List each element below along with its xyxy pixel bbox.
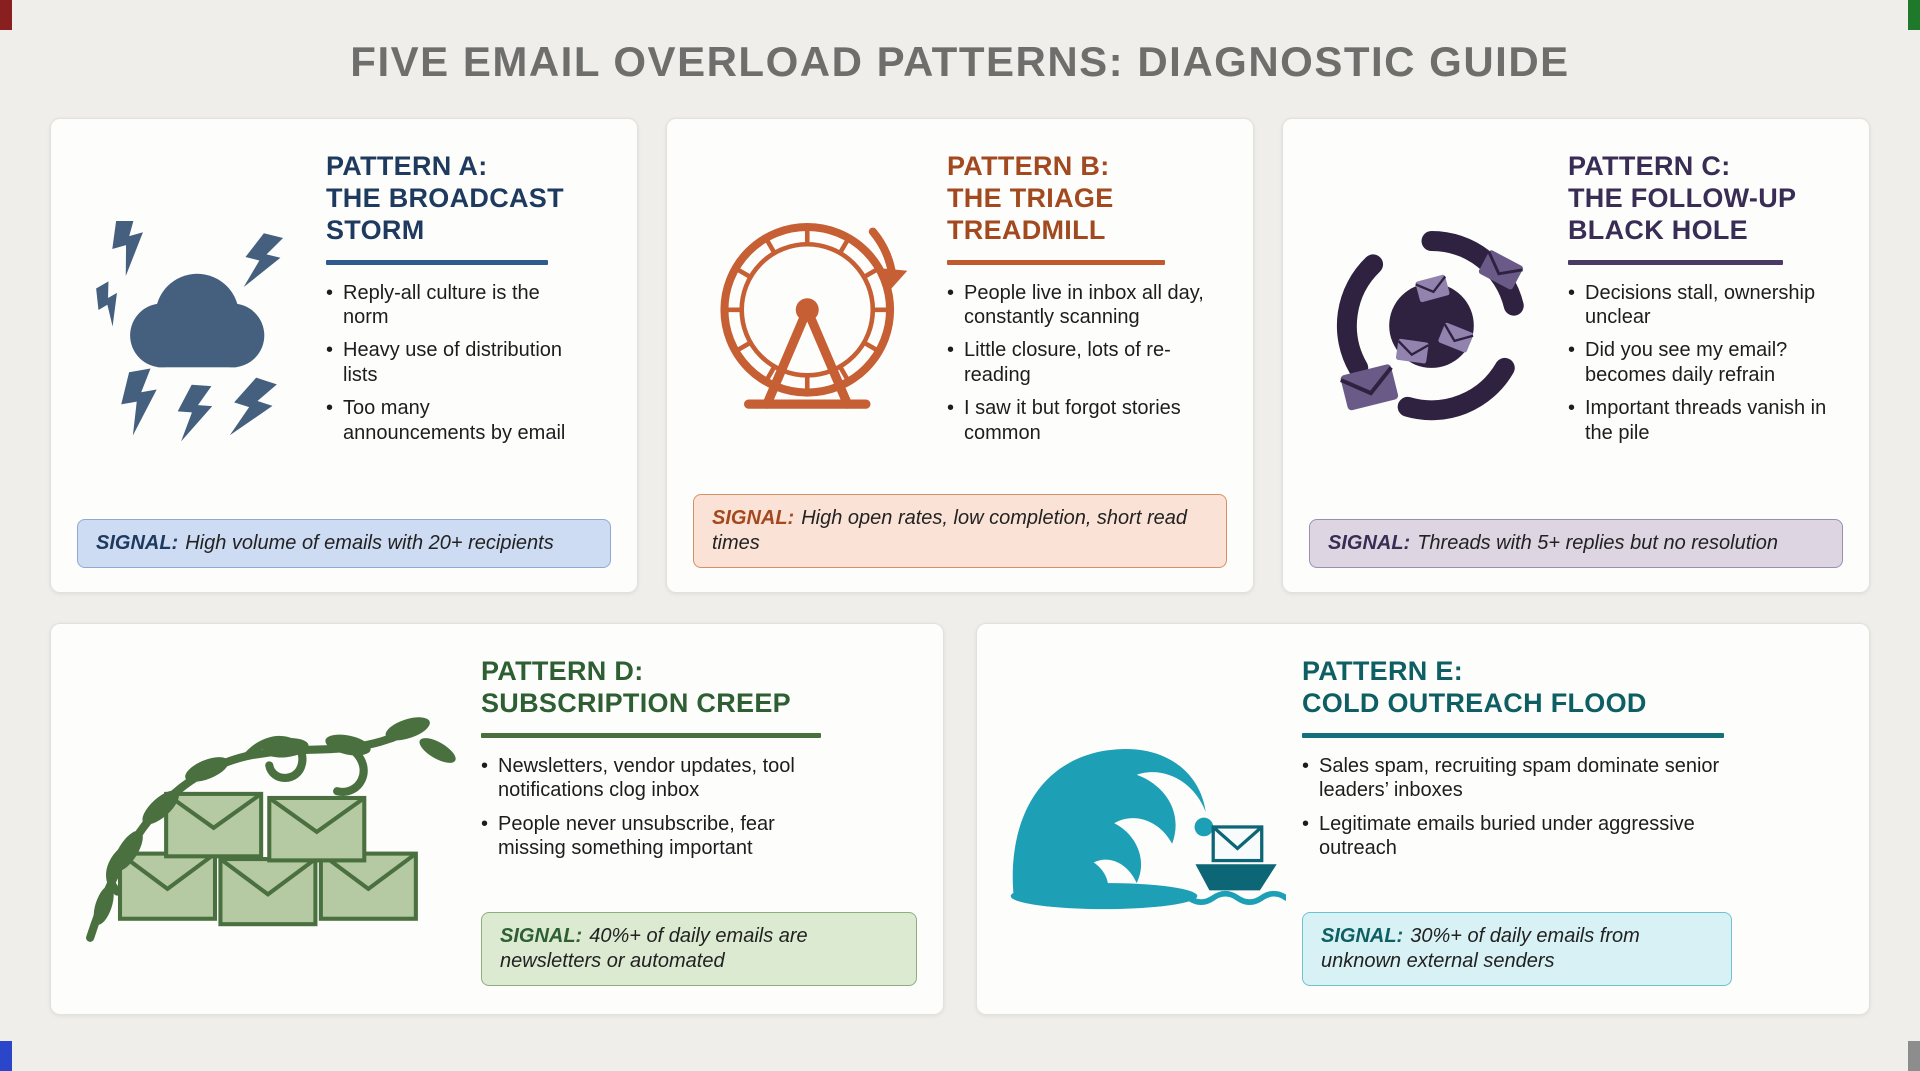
corner-mark — [0, 1041, 12, 1071]
title-underline — [1302, 732, 1724, 738]
card-body: PATTERN E: COLD OUTREACH FLOOD Sales spa… — [1003, 648, 1843, 990]
bullet-list: Sales spam, recruiting spam dominate sen… — [1302, 754, 1722, 870]
title-underline — [1568, 259, 1783, 265]
signal-box: SIGNAL:40%+ of daily emails are newslett… — [481, 912, 917, 986]
bullet-item: Legitimate emails buried under aggressiv… — [1302, 812, 1722, 861]
cards-grid-top: PATTERN A: THE BROADCAST STORM Reply-all… — [50, 118, 1870, 593]
bullet-item: Important threads vanish in the pile — [1568, 396, 1843, 445]
bullet-item: Reply-all culture is the norm — [326, 281, 576, 330]
bullet-item: People never unsubscribe, fear missing s… — [481, 812, 846, 861]
signal-box: SIGNAL:30%+ of daily emails from unknown… — [1302, 912, 1732, 986]
pattern-card-subscription-creep: PATTERN D: SUBSCRIPTION CREEP Newsletter… — [50, 623, 944, 1015]
signal-label: SIGNAL: — [712, 507, 795, 529]
corner-mark — [0, 0, 12, 30]
card-title: PATTERN A: THE BROADCAST STORM — [326, 151, 564, 245]
cards-grid-bottom: PATTERN D: SUBSCRIPTION CREEP Newsletter… — [50, 623, 1870, 1015]
title-underline — [947, 259, 1166, 265]
vine-over-envelopes-icon — [77, 648, 467, 990]
pattern-card-cold-outreach-flood: PATTERN E: COLD OUTREACH FLOOD Sales spa… — [976, 623, 1870, 1015]
bullet-list: Newsletters, vendor updates, tool notifi… — [481, 754, 846, 870]
hamster-wheel-icon — [693, 143, 933, 494]
bullet-list: Decisions stall, ownership unclear Did y… — [1568, 281, 1843, 454]
corner-mark — [1908, 0, 1920, 30]
bullet-list: People live in inbox all day, constantly… — [947, 281, 1227, 454]
title-underline — [481, 732, 822, 738]
page-title: FIVE EMAIL OVERLOAD PATTERNS: DIAGNOSTIC… — [350, 38, 1570, 85]
corner-mark — [1908, 1041, 1920, 1071]
pattern-card-broadcast-storm: PATTERN A: THE BROADCAST STORM Reply-all… — [50, 118, 638, 593]
card-body: PATTERN A: THE BROADCAST STORM Reply-all… — [77, 143, 611, 519]
card-text-column: PATTERN E: COLD OUTREACH FLOOD Sales spa… — [1302, 648, 1843, 990]
card-text-column: PATTERN A: THE BROADCAST STORM Reply-all… — [326, 143, 611, 519]
signal-box: SIGNAL: Threads with 5+ replies but no re… — [1309, 519, 1843, 568]
bullet-item: Sales spam, recruiting spam dominate sen… — [1302, 754, 1722, 803]
signal-label: SIGNAL: — [1321, 925, 1404, 947]
bullet-item: Decisions stall, ownership unclear — [1568, 281, 1843, 330]
bullet-list: Reply-all culture is the norm Heavy use … — [326, 281, 576, 454]
signal-label: SIGNAL: — [500, 925, 583, 947]
card-body: PATTERN D: SUBSCRIPTION CREEP Newsletter… — [77, 648, 917, 990]
card-title: PATTERN C: THE FOLLOW-UP BLACK HOLE — [1568, 151, 1797, 245]
bullet-item: Newsletters, vendor updates, tool notifi… — [481, 754, 846, 803]
card-text-column: PATTERN C: THE FOLLOW-UP BLACK HOLE Deci… — [1568, 143, 1843, 519]
card-title: PATTERN E: COLD OUTREACH FLOOD — [1302, 656, 1647, 718]
bullet-item: Too many announcements by email — [326, 396, 576, 445]
card-title: PATTERN D: SUBSCRIPTION CREEP — [481, 656, 791, 718]
card-text-column: PATTERN B: THE TRIAGE TREADMILL People l… — [947, 143, 1227, 494]
signal-text: High open rates, low completion, short r… — [712, 507, 1187, 554]
signal-text: 30%+ of daily emails from unknown extern… — [1321, 925, 1640, 972]
pattern-card-triage-treadmill: PATTERN B: THE TRIAGE TREADMILL People l… — [666, 118, 1254, 593]
black-hole-envelopes-icon — [1309, 143, 1554, 519]
card-text-column: PATTERN D: SUBSCRIPTION CREEP Newsletter… — [481, 648, 917, 990]
signal-label: SIGNAL: — [96, 532, 179, 554]
title-underline — [326, 259, 549, 265]
card-body: PATTERN C: THE FOLLOW-UP BLACK HOLE Deci… — [1309, 143, 1843, 519]
bullet-item: People live in inbox all day, constantly… — [947, 281, 1227, 330]
signal-text: Threads with 5+ replies but no resolutio… — [1417, 532, 1778, 554]
wave-flood-boat-icon — [1003, 648, 1288, 990]
signal-text: 40%+ of daily emails are newsletters or … — [500, 925, 808, 972]
storm-cloud-lightning-icon — [77, 143, 312, 519]
bullet-item: Little closure, lots of re-reading — [947, 338, 1227, 387]
card-body: PATTERN B: THE TRIAGE TREADMILL People l… — [693, 143, 1227, 494]
signal-box: SIGNAL: High volume of emails with 20+ re… — [77, 519, 611, 568]
pattern-card-followup-black-hole: PATTERN C: THE FOLLOW-UP BLACK HOLE Deci… — [1282, 118, 1870, 593]
signal-text: High volume of emails with 20+ recipient… — [185, 532, 554, 554]
bullet-item: Did you see my email? becomes daily refr… — [1568, 338, 1843, 387]
signal-label: SIGNAL: — [1328, 532, 1411, 554]
bullet-item: I saw it but forgot stories common — [947, 396, 1227, 445]
bullet-item: Heavy use of distribution lists — [326, 338, 576, 387]
card-title: PATTERN B: THE TRIAGE TREADMILL — [947, 151, 1114, 245]
signal-box: SIGNAL:High open rates, low completion, … — [693, 494, 1227, 568]
